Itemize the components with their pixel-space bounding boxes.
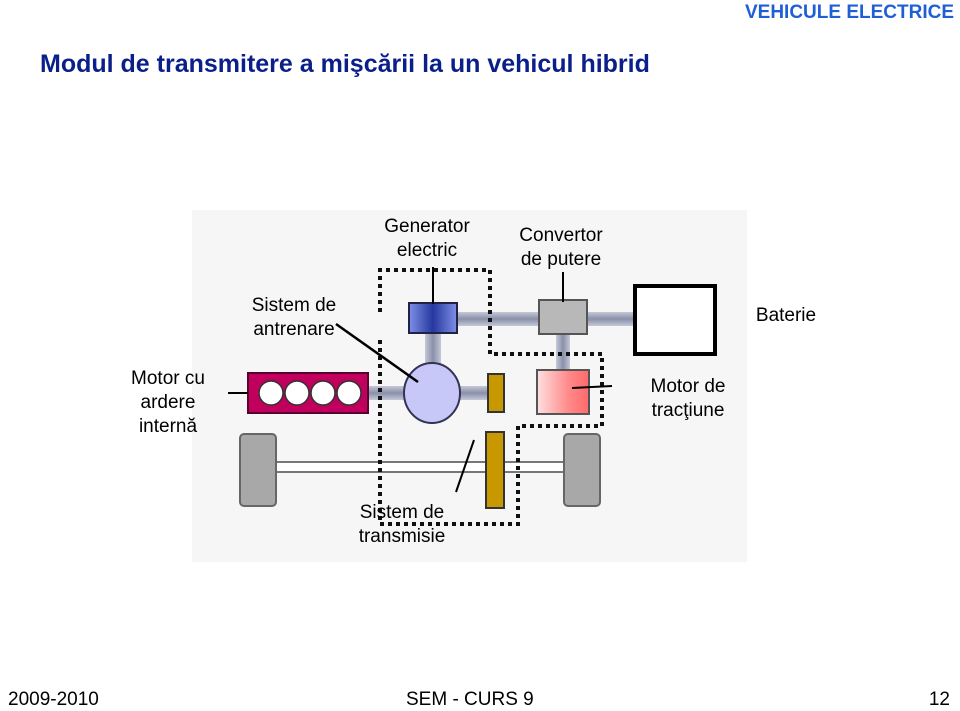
label-motor-ardere: ardere (141, 392, 196, 413)
leader-traction-motor (571, 385, 613, 389)
traction-motor (536, 369, 590, 415)
label-convertor: Convertor (519, 225, 603, 246)
label-transmisie: Sistem de (360, 502, 444, 523)
label-antrenare: Sistem de (252, 295, 336, 316)
label-motor-ardere: internă (139, 416, 198, 437)
engine-cylinder (284, 380, 310, 406)
transmission-gear-upper (487, 373, 505, 413)
convertor-motor-link (556, 334, 570, 370)
battery (633, 284, 717, 356)
label-antrenare: antrenare (253, 319, 334, 340)
footer-academic-year: 2009-2010 (8, 689, 99, 710)
label-generator: electric (397, 240, 457, 261)
leader-antrenare (335, 322, 419, 384)
footer-page-number: 12 (928, 689, 950, 710)
label-convertor: de putere (521, 249, 601, 270)
right-wheel (563, 433, 601, 507)
engine-cylinder (336, 380, 362, 406)
label-motor-ardere: Motor cu (131, 368, 205, 389)
leader-transmission (455, 439, 475, 493)
engine-cylinder (258, 380, 284, 406)
generator-group-outline (378, 268, 492, 524)
left-wheel (239, 433, 277, 507)
generator-drive-shaft (425, 332, 441, 370)
label-baterie: Baterie (756, 305, 816, 326)
electric-bus-left (456, 312, 540, 326)
power-split-device (403, 362, 461, 424)
footer-course: SEM - CURS 9 (406, 689, 534, 710)
electric-generator (408, 302, 458, 334)
label-motor-tractiune: tracţiune (652, 400, 725, 421)
engine-cylinder (310, 380, 336, 406)
traction-group-outline (380, 352, 604, 526)
power-convertor (538, 299, 588, 335)
label-generator: Generator (384, 216, 470, 237)
label-motor-tractiune: Motor de (651, 376, 726, 397)
electric-bus-right (588, 312, 636, 326)
rear-axle (271, 461, 571, 473)
slide-title: Modul de transmitere a mişcării la un ve… (40, 50, 650, 78)
header-tag: VEHICULE ELECTRICE (744, 2, 954, 23)
transmission-gear-lower (485, 431, 505, 509)
label-transmisie: transmisie (359, 526, 446, 547)
